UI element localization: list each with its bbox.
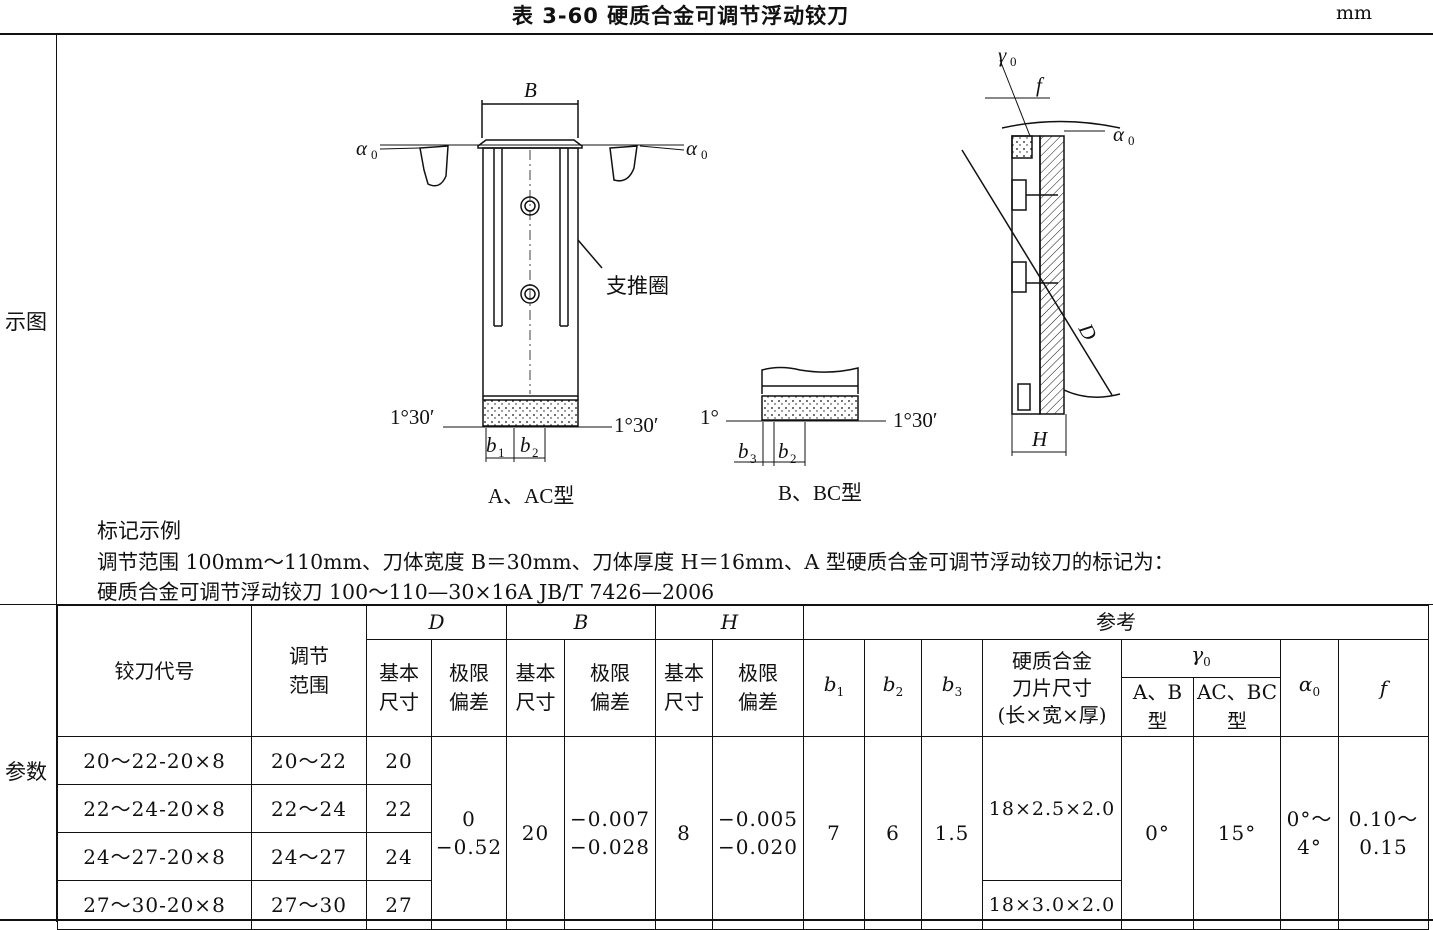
header-code: 铰刀代号 — [57, 605, 252, 737]
header-insert-size: 硬质合金 刀片尺寸 (长×宽×厚) — [982, 639, 1122, 737]
table-row: 20～22-20×8 20～22 20 0 −0.52 20 −0.007 −0… — [57, 736, 1429, 930]
cell-range: 27～30 — [251, 880, 367, 930]
top-rule — [0, 33, 1433, 35]
cell-b3: 1.5 — [921, 736, 983, 930]
header-b2: b2 — [864, 639, 922, 737]
header-alpha0: α0 — [1280, 639, 1339, 737]
cell-D: 24 — [366, 832, 432, 881]
cell-gamma-AB: 0° — [1121, 736, 1194, 930]
b3-label: b — [738, 439, 749, 463]
cell-D: 22 — [366, 784, 432, 833]
header-gamma-AB: A、B 型 — [1121, 677, 1194, 737]
angle-1-30-right-b: 1°30′ — [893, 408, 938, 432]
cell-code: 20～22-20×8 — [57, 736, 252, 785]
cell-B-tol: −0.007 −0.028 — [564, 736, 656, 930]
alpha0-right-sub: 0 — [701, 147, 708, 162]
marking-line-1: 调节范围 100mm～110mm、刀体宽度 B＝30mm、刀体厚度 H＝16mm… — [97, 550, 1175, 574]
header-D-tol: 极限 偏差 — [431, 639, 507, 737]
header-H-tol: 极限 偏差 — [712, 639, 804, 737]
side-section-view — [961, 59, 1121, 456]
table-caption: 表 3-60 硬质合金可调节浮动铰刀 mm — [0, 0, 1433, 30]
cell-D-tol: 0 −0.52 — [431, 736, 507, 930]
header-gamma0: γ0 — [1121, 639, 1281, 678]
header-B-tol: 极限 偏差 — [564, 639, 656, 737]
angle-1-left: 1° — [700, 405, 719, 429]
cell-code: 22～24-20×8 — [57, 784, 252, 833]
cell-range: 24～27 — [251, 832, 367, 881]
caption-B: B、BC型 — [778, 481, 862, 505]
b-type-body — [726, 366, 886, 466]
cell-H-basic: 8 — [655, 736, 713, 930]
cell-D: 20 — [366, 736, 432, 785]
header-b3: b3 — [921, 639, 983, 737]
section-divider — [56, 34, 57, 922]
b2-sub: 2 — [532, 445, 539, 460]
cell-D: 27 — [366, 880, 432, 930]
b3-sub: 3 — [750, 451, 757, 466]
cell-range: 20～22 — [251, 736, 367, 785]
angle-1-30-left: 1°30′ — [390, 405, 435, 429]
params-section-label: 参数 — [5, 760, 47, 784]
reamer-drawing: B α 0 α 0 支推圈 1°30′ 1°30′ b 1 b 2 A、AC型 … — [356, 43, 1135, 508]
alpha0-right: α — [686, 136, 698, 160]
alpha0-side-sub: 0 — [1128, 133, 1135, 148]
params-table: 铰刀代号 调节 范围 D B H 参考 基本 尺寸 极限 偏差 基本 尺寸 极限… — [57, 605, 1429, 930]
header-D: D — [366, 605, 507, 640]
alpha0-side: α — [1113, 122, 1125, 146]
b2b-label: b — [778, 439, 789, 463]
cell-f: 0.10～ 0.15 — [1338, 736, 1429, 930]
header-H: H — [655, 605, 804, 640]
b1-sub: 1 — [498, 445, 505, 460]
cell-range: 22～24 — [251, 784, 367, 833]
cell-insert-2: 18×3.0×2.0 — [982, 880, 1122, 930]
figure-section-label: 示图 — [5, 310, 47, 334]
header-B: B — [506, 605, 656, 640]
cell-alpha0: 0°～ 4° — [1280, 736, 1339, 930]
header-range: 调节 范围 — [251, 605, 367, 737]
cell-insert-1: 18×2.5×2.0 — [982, 736, 1122, 881]
support-ring-label: 支推圈 — [606, 274, 669, 298]
b2-label: b — [520, 433, 531, 457]
cell-b2: 6 — [864, 736, 922, 930]
caption-A: A、AC型 — [488, 484, 574, 508]
cell-code: 24～27-20×8 — [57, 832, 252, 881]
cell-gamma-ACBC: 15° — [1193, 736, 1281, 930]
dim-B-label: B — [524, 78, 537, 102]
table-row: 22～24-20×8 22～24 22 — [57, 784, 1429, 833]
header-B-basic: 基本 尺寸 — [506, 639, 565, 737]
b2b-sub: 2 — [790, 451, 797, 466]
header-reference: 参考 — [803, 605, 1429, 640]
header-f: f — [1338, 639, 1429, 737]
header-D-basic: 基本 尺寸 — [366, 639, 432, 737]
cell-b1: 7 — [803, 736, 865, 930]
table-title: 表 3-60 硬质合金可调节浮动铰刀 — [512, 4, 850, 28]
b1-label: b — [486, 433, 497, 457]
a-type-body — [379, 100, 685, 462]
header-gamma-ACBC: AC、BC 型 — [1193, 677, 1281, 737]
marking-heading: 标记示例 — [97, 519, 181, 543]
angle-1-30-right: 1°30′ — [614, 413, 659, 437]
cell-H-tol: −0.005 −0.020 — [712, 736, 804, 930]
alpha0-left-sub: 0 — [371, 147, 378, 162]
H-label: H — [1031, 427, 1049, 451]
gamma0-sub: 0 — [1010, 54, 1017, 69]
header-H-basic: 基本 尺寸 — [655, 639, 713, 737]
D-label: D — [1073, 319, 1102, 345]
gamma0-label: γ — [998, 43, 1007, 67]
unit-label: mm — [1336, 2, 1373, 24]
cell-B-basic: 20 — [506, 736, 565, 930]
header-b1: b1 — [803, 639, 865, 737]
alpha0-left: α — [356, 136, 368, 160]
figure-bottom-rule — [0, 604, 1433, 605]
marking-line-2: 硬质合金可调节浮动铰刀 100～110—30×16A JB/T 7426—200… — [97, 580, 715, 604]
f-label: f — [1036, 73, 1045, 97]
cell-code: 27～30-20×8 — [57, 880, 252, 930]
